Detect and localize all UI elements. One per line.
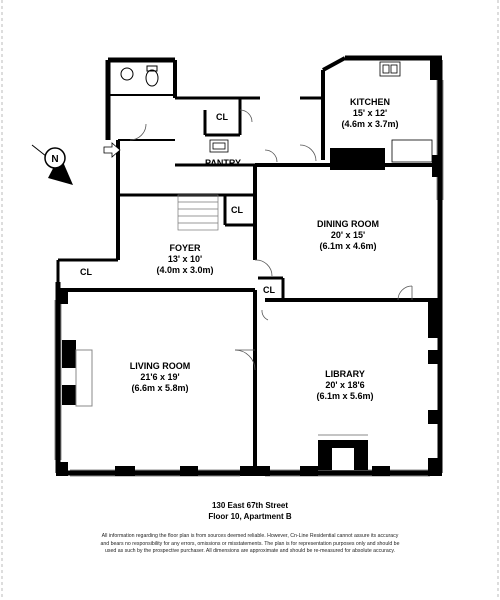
closet-label-dining: CL xyxy=(263,285,275,295)
library-name: LIBRARY xyxy=(325,369,365,379)
foyer-dim-metric: (4.0m x 3.0m) xyxy=(156,265,214,275)
dining-room-dim-imperial: 20' x 15' xyxy=(330,230,366,240)
fireplace xyxy=(318,434,368,470)
dining-room-label: DINING ROOM 20' x 15' (6.1m x 4.6m) xyxy=(298,219,398,252)
address-unit: Floor 10, Apartment B xyxy=(208,512,292,521)
living-room-dim-metric: (6.6m x 5.8m) xyxy=(131,383,189,393)
stair xyxy=(177,194,219,231)
living-room-name: LIVING ROOM xyxy=(129,361,191,371)
entry-arrow-icon xyxy=(103,142,121,158)
disclaimer-line-3: used as such by the prospective purchase… xyxy=(105,548,395,554)
dining-room-name: DINING ROOM xyxy=(317,219,379,229)
disclaimer-line-1: All information regarding the floor plan… xyxy=(101,533,399,539)
compass-letter: N xyxy=(51,154,58,165)
disclaimer-line-2: and bears no responsibility for any erro… xyxy=(100,540,400,547)
doors xyxy=(129,109,413,371)
pantry-label: PANTRY xyxy=(205,158,241,168)
kitchen-label: KITCHEN 15' x 12' (4.6m x 3.7m) xyxy=(330,97,410,130)
closet-label-kitchen-hall: CL xyxy=(216,112,228,122)
address-street: 130 East 67th Street xyxy=(211,501,289,510)
foyer-dim-imperial: 13' x 10' xyxy=(167,254,203,264)
living-mantel xyxy=(75,349,93,407)
library-label: LIBRARY 20' x 18'6 (6.1m x 5.6m) xyxy=(305,369,385,402)
foyer-label: FOYER 13' x 10' (4.0m x 3.0m) xyxy=(145,243,225,276)
interior-walls xyxy=(108,70,440,473)
library-dim-imperial: 20' x 18'6 xyxy=(325,380,365,390)
kitchen-dim-metric: (4.6m x 3.7m) xyxy=(341,119,399,129)
kitchen-fixtures xyxy=(379,61,433,163)
pantry-sink xyxy=(209,139,229,153)
bath-fixtures xyxy=(120,65,159,87)
window-markings xyxy=(54,80,444,477)
disclaimer: All information regarding the floor plan… xyxy=(40,533,460,556)
compass-icon xyxy=(31,144,73,185)
address: 130 East 67th Street Floor 10, Apartment… xyxy=(0,500,500,522)
dining-room-dim-metric: (6.1m x 4.6m) xyxy=(319,241,377,251)
kitchen-name: KITCHEN xyxy=(350,97,390,107)
kitchen-dim-imperial: 15' x 12' xyxy=(352,108,388,118)
closet-label-entry: CL xyxy=(80,267,92,277)
closet-label-foyer: CL xyxy=(231,205,243,215)
foyer-name: FOYER xyxy=(169,243,201,253)
library-dim-metric: (6.1m x 5.6m) xyxy=(316,391,374,401)
living-room-label: LIVING ROOM 21'6 x 19' (6.6m x 5.8m) xyxy=(115,361,205,394)
living-room-dim-imperial: 21'6 x 19' xyxy=(140,372,180,382)
